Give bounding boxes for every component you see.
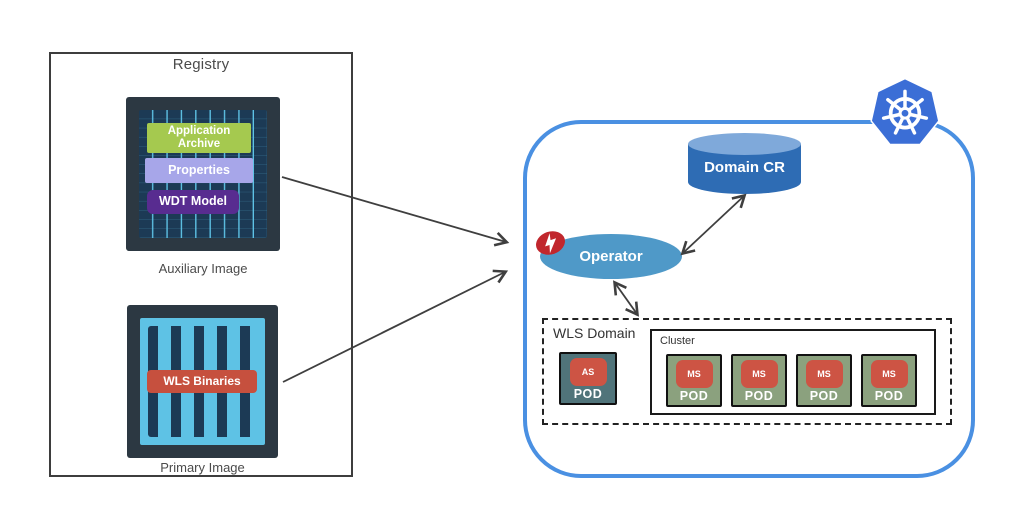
layer-wls-binaries: WLS Binaries xyxy=(147,370,257,393)
cluster-box: Cluster MS POD MS POD MS POD MS POD xyxy=(650,329,936,415)
auxiliary-image-caption: Auxiliary Image xyxy=(158,261,248,276)
managed-server-pod: MS POD xyxy=(796,354,852,407)
admin-server-chip: AS xyxy=(569,358,607,386)
registry-title: Registry xyxy=(172,56,230,73)
layer-properties: Properties xyxy=(145,158,253,183)
domain-cr-label: Domain CR xyxy=(704,159,785,176)
pod-label: POD xyxy=(809,389,839,403)
auxiliary-image-graphic: Application Archive Properties WDT Model xyxy=(126,97,280,251)
pod-label: POD xyxy=(573,387,603,401)
managed-server-chip: MS xyxy=(805,360,843,388)
managed-server-pod: MS POD xyxy=(731,354,787,407)
managed-server-row: MS POD MS POD MS POD MS POD xyxy=(666,354,917,407)
layer-wdt-model: WDT Model xyxy=(147,190,239,214)
managed-server-pod: MS POD xyxy=(861,354,917,407)
pod-label: POD xyxy=(679,389,709,403)
layer-application-archive: Application Archive xyxy=(147,123,251,153)
admin-server-pod: AS POD xyxy=(559,352,617,405)
managed-server-chip: MS xyxy=(870,360,908,388)
cylinder-top xyxy=(688,133,801,155)
managed-server-chip: MS xyxy=(675,360,713,388)
kubernetes-logo-icon xyxy=(867,77,943,151)
domain-cr-store: Domain CR xyxy=(688,133,801,194)
cluster-title: Cluster xyxy=(660,335,695,347)
wls-domain-title: WLS Domain xyxy=(553,325,636,341)
lightning-icon xyxy=(532,227,569,259)
pod-label: POD xyxy=(874,389,904,403)
primary-image-graphic: WLS Binaries xyxy=(127,305,278,458)
primary-image-caption: Primary Image xyxy=(160,460,245,475)
managed-server-chip: MS xyxy=(740,360,778,388)
managed-server-pod: MS POD xyxy=(666,354,722,407)
pod-label: POD xyxy=(744,389,774,403)
wls-domain-box: WLS Domain AS POD Cluster MS POD MS POD … xyxy=(542,318,952,425)
